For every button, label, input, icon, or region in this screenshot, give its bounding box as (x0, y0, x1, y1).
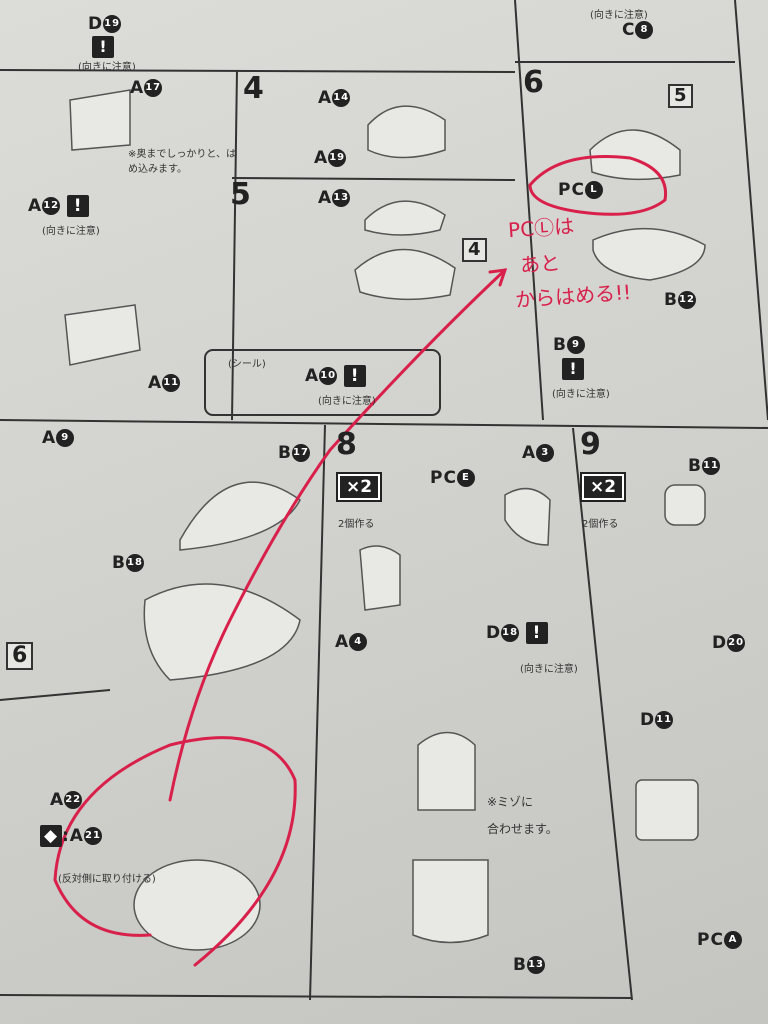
step-number-4: 4 (243, 71, 264, 106)
groove-note: ※ミゾに (487, 795, 534, 809)
times-two-badge: ×2 (579, 472, 627, 502)
part-drawings (64, 89, 706, 951)
caution-note: (向きに注意) (318, 396, 376, 407)
make-two-note: 2個作る (338, 519, 375, 530)
part-label-d20: D20 (712, 633, 746, 653)
part-label-b17: B17 (278, 443, 310, 463)
handwritten-note-line1: PCⓁは (507, 213, 575, 243)
times-two-badge: ×2 (335, 472, 383, 502)
ref-step-4: 4 (462, 238, 487, 262)
part-label-a12: A12 ! (28, 195, 90, 217)
assembly-note: ※奥までしっかりと、はめ込みます。 (128, 149, 236, 175)
helmet-part-drawing (367, 105, 446, 159)
part-label-a21: ◆:A21 (40, 825, 102, 847)
ref-step-5: 5 (668, 84, 693, 108)
caution-note: (向きに注意) (42, 226, 100, 237)
caution-icon: ! (562, 358, 584, 380)
make-two-note: 2個作る (582, 519, 619, 530)
caution-note: (向きに注意) (552, 389, 610, 400)
part-label-a22: A22 (50, 790, 83, 810)
part-label-d18: D18 ! (486, 622, 549, 644)
handwritten-note-line2: あと (519, 250, 561, 278)
step-number-5: 5 (230, 177, 251, 212)
part-label-d11: D11 (640, 710, 674, 730)
seal-label: (シール) (228, 359, 266, 370)
part-label-a10: A10 ! (305, 365, 367, 387)
part-label-b12: B12 (664, 290, 696, 310)
caution-note: (向きに注意) (78, 62, 136, 73)
red-pen-annotation (53, 155, 668, 967)
part-label-a13: A13 (318, 188, 351, 208)
part-label-a14: A14 (318, 88, 351, 108)
step-number-8: 8 (336, 427, 357, 462)
part-label-a11: A11 (148, 373, 181, 393)
opposite-side-note: (反対側に取り付ける) (58, 874, 156, 885)
part-label-a17: A17 (130, 78, 163, 98)
part-label-b13: B13 (513, 955, 545, 975)
step-number-6: 6 (523, 65, 544, 100)
part-label-b11: B11 (688, 456, 720, 476)
groove-note: 合わせます。 (487, 822, 558, 836)
step-number-9: 9 (580, 427, 601, 462)
part-label-d19: D19 (88, 14, 122, 34)
caution-note: (向きに注意) (520, 664, 578, 675)
caution-icon: ! (92, 36, 114, 58)
part-label-b18: B18 (112, 553, 144, 573)
ref-step-6: 6 (6, 642, 34, 670)
part-label-a19: A19 (314, 148, 347, 168)
caution-note: (向きに注意) (590, 10, 648, 21)
